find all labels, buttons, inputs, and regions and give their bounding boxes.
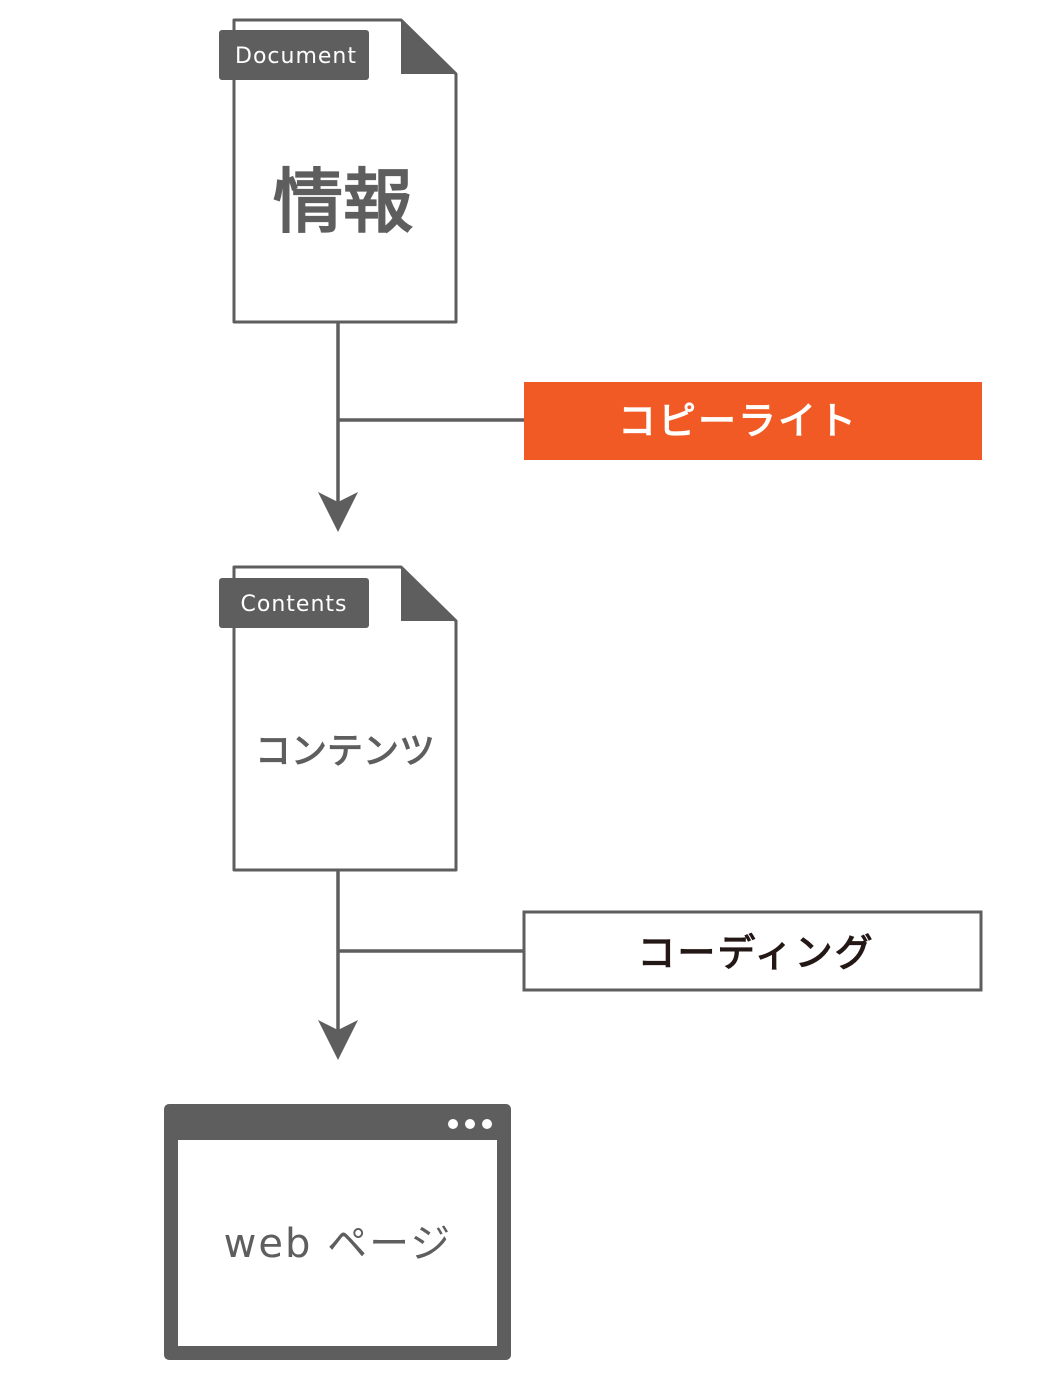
contents-fold-corner (401, 567, 456, 621)
webpage-label: web ページ (224, 1221, 453, 1267)
document-tab-label: Document (235, 44, 357, 69)
contents-tab (219, 578, 369, 628)
document-tab (219, 30, 369, 80)
copyright-box (524, 382, 982, 460)
document-node: Document 情報 (219, 18, 458, 324)
coding-process: コーディング (522, 910, 983, 992)
contents-tab-label: Contents (241, 592, 348, 617)
window-dot-icon (465, 1119, 475, 1129)
webpage-node: web ページ (164, 1104, 511, 1360)
arrow-document-to-contents (318, 322, 526, 532)
arrow-contents-to-webpage (318, 870, 525, 1060)
window-dot-icon (448, 1119, 458, 1129)
contents-sheet (232, 565, 458, 872)
arrowhead-icon (318, 1020, 358, 1060)
document-fold-corner (401, 20, 456, 74)
coding-box (522, 910, 983, 992)
coding-label: コーディング (637, 931, 874, 975)
browser-window-content (178, 1140, 497, 1346)
window-dot-icon (482, 1119, 492, 1129)
contents-title: コンテンツ (255, 731, 435, 772)
copyright-process: コピーライト (524, 382, 982, 460)
document-sheet (232, 18, 458, 324)
contents-node: Contents コンテンツ (219, 565, 458, 872)
arrowhead-icon (318, 492, 358, 532)
copyright-label: コピーライト (618, 399, 858, 443)
document-title: 情報 (273, 161, 413, 243)
